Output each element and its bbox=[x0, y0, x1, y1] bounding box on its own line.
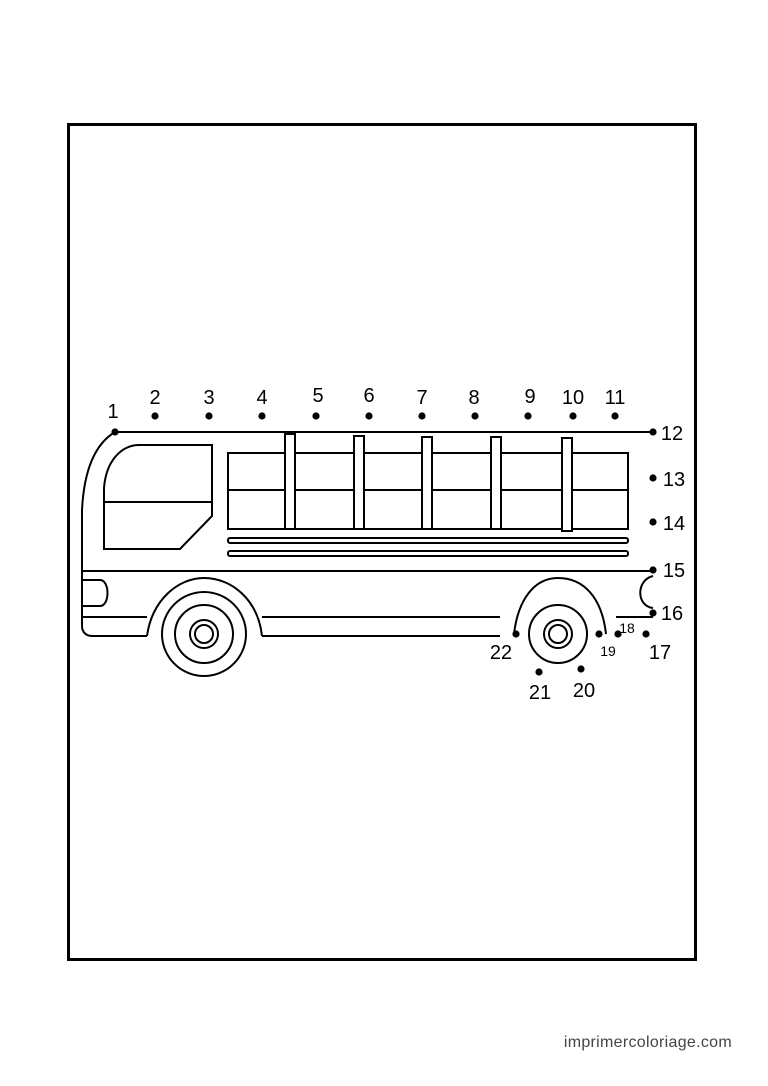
dot-14 bbox=[649, 518, 657, 526]
dot-12 bbox=[649, 428, 657, 436]
dot-16 bbox=[649, 609, 657, 617]
dot-2 bbox=[151, 412, 159, 420]
dot-label-15: 15 bbox=[663, 560, 685, 582]
dot-label-8: 8 bbox=[468, 387, 479, 409]
side-rail-bottom bbox=[227, 550, 629, 557]
dot-20 bbox=[577, 665, 585, 673]
dot-11 bbox=[611, 412, 619, 420]
dot-21 bbox=[535, 668, 543, 676]
dot-label-14: 14 bbox=[663, 513, 685, 535]
driver-window bbox=[103, 444, 213, 550]
dot-3 bbox=[205, 412, 213, 420]
bus-lower-body bbox=[81, 606, 147, 637]
dot-label-19: 19 bbox=[600, 643, 616, 659]
dot-7 bbox=[418, 412, 426, 420]
dot-17 bbox=[642, 630, 650, 638]
dot-label-3: 3 bbox=[203, 387, 214, 409]
dot-6 bbox=[365, 412, 373, 420]
front-wheel bbox=[161, 591, 247, 677]
rear-bumper bbox=[639, 575, 654, 609]
dot-label-10: 10 bbox=[562, 387, 584, 409]
dot-4 bbox=[258, 412, 266, 420]
dot-label-1: 1 bbox=[107, 401, 118, 423]
dot-18 bbox=[614, 630, 622, 638]
dot-label-7: 7 bbox=[416, 387, 427, 409]
dot-label-13: 13 bbox=[663, 469, 685, 491]
dot-19 bbox=[595, 630, 603, 638]
dot-label-11: 11 bbox=[605, 387, 626, 409]
dot-label-9: 9 bbox=[524, 386, 535, 408]
dot-9 bbox=[524, 412, 532, 420]
front-wheel-arch bbox=[146, 576, 263, 637]
headlight bbox=[81, 579, 109, 607]
page-border bbox=[67, 123, 697, 961]
dot-label-22: 22 bbox=[490, 642, 512, 664]
dot-22 bbox=[512, 630, 520, 638]
dot-13 bbox=[649, 474, 657, 482]
dot-1 bbox=[111, 428, 119, 436]
dot-label-12: 12 bbox=[661, 423, 683, 445]
dot-15 bbox=[649, 566, 657, 574]
dot-label-16: 16 bbox=[661, 603, 683, 625]
dot-label-6: 6 bbox=[363, 385, 374, 407]
dot-label-4: 4 bbox=[256, 387, 267, 409]
dot-10 bbox=[569, 412, 577, 420]
dot-label-5: 5 bbox=[312, 385, 323, 407]
side-rail-top bbox=[227, 537, 629, 544]
rear-wheel-arch bbox=[513, 576, 607, 635]
dot-label-17: 17 bbox=[649, 642, 671, 664]
dot-5 bbox=[312, 412, 320, 420]
bus-front-outline bbox=[81, 431, 116, 580]
dot-label-2: 2 bbox=[149, 387, 160, 409]
dot-label-18: 18 bbox=[619, 620, 635, 636]
dot-label-21: 21 bbox=[529, 682, 551, 704]
window-posts bbox=[284, 433, 573, 532]
watermark: imprimercoloriage.com bbox=[563, 1034, 732, 1051]
rear-wheel bbox=[528, 604, 588, 664]
dot-8 bbox=[471, 412, 479, 420]
dot-label-20: 20 bbox=[573, 680, 595, 702]
